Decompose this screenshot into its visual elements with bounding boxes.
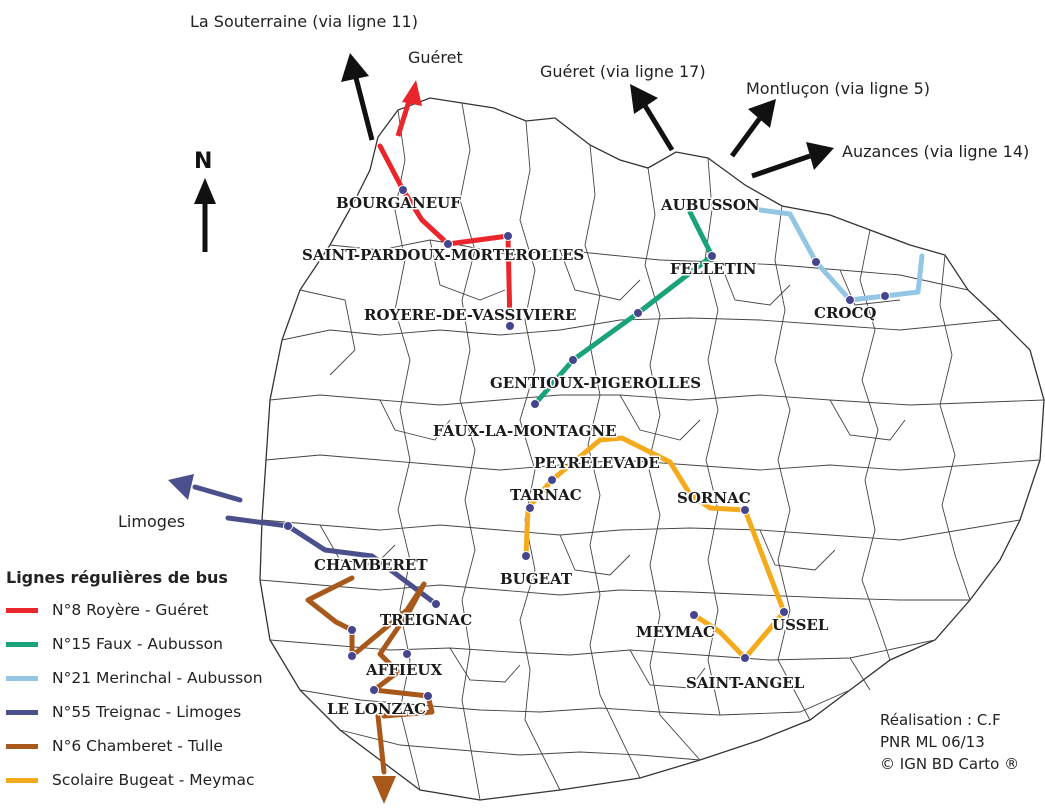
town-ussel: USSEL xyxy=(772,616,829,634)
town-bugeat: BUGEAT xyxy=(500,570,573,588)
commune-boundaries xyxy=(259,102,1045,801)
legend-item-line-55: N°55 Treignac - Limoges xyxy=(6,695,306,729)
legend-swatch-line-15 xyxy=(6,641,38,647)
legend-swatch-line-8 xyxy=(6,607,38,613)
north-label: N xyxy=(194,149,212,174)
route-line-21 xyxy=(757,207,925,303)
dest-la-souterraine: La Souterraine (via ligne 11) xyxy=(190,12,418,31)
town-felletin: FELLETIN xyxy=(670,260,757,278)
legend-label: N°15 Faux - Aubusson xyxy=(52,635,223,653)
town-aubusson: AUBUSSON xyxy=(660,196,760,214)
legend-item-school: Scolaire Bugeat - Meymac xyxy=(6,763,306,797)
park-boundary xyxy=(259,97,1045,801)
dest-limoges: Limoges xyxy=(118,512,185,531)
town-labels: BOURGANEUF SAINT-PARDOUX-MORTEROLLES ROY… xyxy=(301,193,878,720)
town-bourganeuf: BOURGANEUF xyxy=(336,194,461,212)
legend-swatch-school xyxy=(6,777,38,783)
town-faux: FAUX-LA-MONTAGNE xyxy=(433,422,617,440)
destination-labels: La Souterraine (via ligne 11) Guéret Gué… xyxy=(118,12,1029,531)
route-line-8-arrow xyxy=(395,80,422,137)
legend-item-line-8: N°8 Royère - Guéret xyxy=(6,593,306,627)
town-treignac: TREIGNAC xyxy=(380,611,472,629)
dest-gueret: Guéret xyxy=(408,48,463,67)
credit-source: © IGN BD Carto ® xyxy=(880,755,1020,773)
town-le-lonzac: LE LONZAC xyxy=(327,700,426,718)
town-sornac: SORNAC xyxy=(677,489,751,507)
credit-author: Réalisation : C.F xyxy=(880,711,1001,729)
town-royere: ROYERE-DE-VASSIVIERE xyxy=(364,306,576,324)
town-saint-pardoux: SAINT-PARDOUX-MORTEROLLES xyxy=(302,246,584,264)
stop-markers xyxy=(283,185,890,701)
arrowhead-la-souterraine xyxy=(341,53,369,82)
legend-label: N°8 Royère - Guéret xyxy=(52,601,209,619)
town-affieux: AFFIEUX xyxy=(365,661,442,679)
legend-label: N°6 Chamberet - Tulle xyxy=(52,737,223,755)
legend-item-line-15: N°15 Faux - Aubusson xyxy=(6,627,306,661)
route-line-55 xyxy=(192,484,439,607)
route-line-8 xyxy=(377,143,513,329)
arrowhead-montlucon xyxy=(748,99,776,128)
legend-label: N°21 Merinchal - Aubusson xyxy=(52,669,263,687)
legend-item-line-21: N°21 Merinchal - Aubusson xyxy=(6,661,306,695)
legend-label: Scolaire Bugeat - Meymac xyxy=(52,771,255,789)
town-gentioux: GENTIOUX-PIGEROLLES xyxy=(490,374,701,392)
destination-arrows xyxy=(194,53,834,252)
route-line-6 xyxy=(305,575,435,775)
route-line-6-arrowhead xyxy=(372,776,396,804)
town-meymac: MEYMAC xyxy=(636,623,715,641)
legend-swatch-line-55 xyxy=(6,709,38,715)
north-arrowhead xyxy=(194,178,216,204)
dest-gueret-17: Guéret (via ligne 17) xyxy=(540,62,706,81)
legend-swatch-line-6 xyxy=(6,743,38,749)
map-credits: Réalisation : C.F PNR ML 06/13 © IGN BD … xyxy=(880,709,1019,775)
legend-swatch-line-21 xyxy=(6,675,38,681)
legend-label: N°55 Treignac - Limoges xyxy=(52,703,242,721)
dest-auzances: Auzances (via ligne 14) xyxy=(842,142,1029,161)
arrow-auzances xyxy=(751,153,811,179)
arrow-montlucon xyxy=(729,116,763,158)
town-peyrelevade: PEYRELEVADE xyxy=(534,454,660,472)
legend: Lignes régulières de bus N°8 Royère - Gu… xyxy=(6,568,306,797)
route-line-55-arrowhead xyxy=(168,474,194,500)
legend-title: Lignes régulières de bus xyxy=(6,568,228,587)
credit-org: PNR ML 06/13 xyxy=(880,733,985,751)
arrow-la-souterraine xyxy=(353,77,375,141)
town-crocq: CROCQ xyxy=(814,304,876,322)
arrowhead-auzances xyxy=(806,142,834,170)
arrowhead-gueret-17 xyxy=(630,84,658,114)
arrow-gueret-17 xyxy=(641,102,675,152)
town-chamberet: CHAMBERET xyxy=(314,556,428,574)
dest-montlucon: Montluçon (via ligne 5) xyxy=(746,79,930,98)
town-tarnac: TARNAC xyxy=(510,486,582,504)
legend-item-line-6: N°6 Chamberet - Tulle xyxy=(6,729,306,763)
town-saint-angel: SAINT-ANGEL xyxy=(686,674,805,692)
